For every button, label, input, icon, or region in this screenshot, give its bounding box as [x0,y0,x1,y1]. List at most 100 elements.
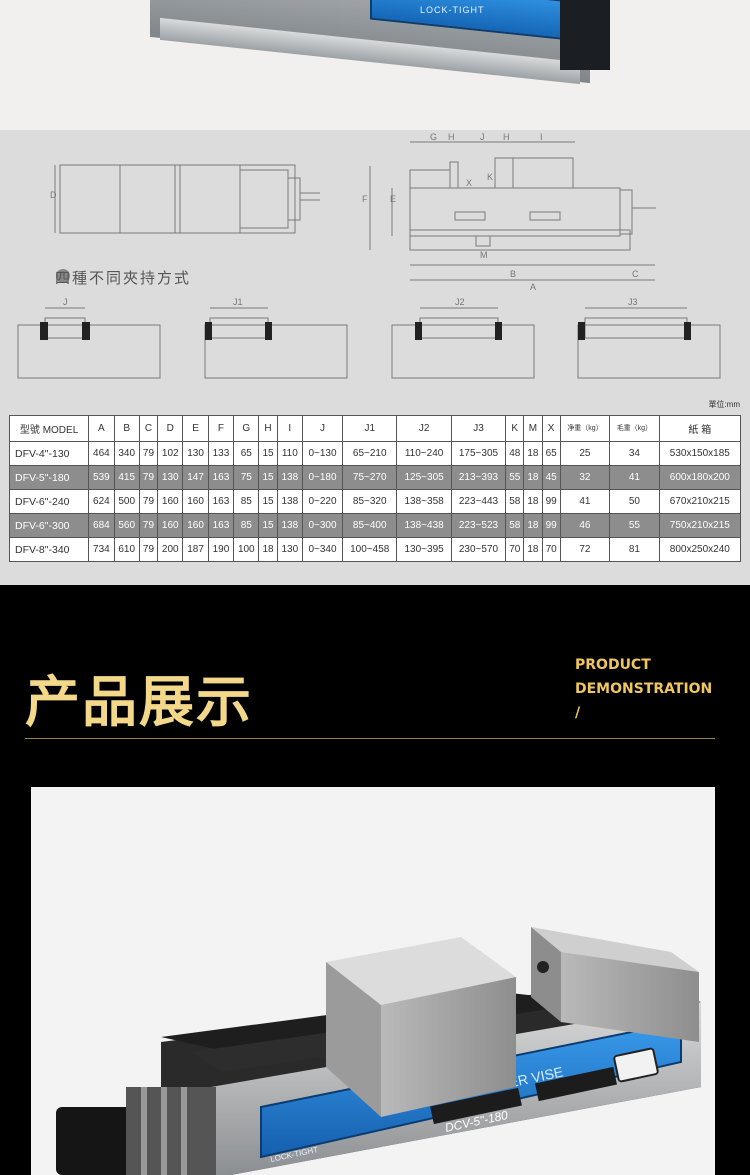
table-cell: 734 [88,537,115,562]
table-cell: 25 [559,441,611,466]
table-cell: 55 [609,513,660,538]
table-cell: 530x150x185 [658,441,742,466]
table-cell: 223~443 [450,489,507,514]
svg-text:X: X [466,178,472,188]
table-cell: 600x180x200 [658,465,742,490]
table-cell: 684 [88,513,115,538]
table-cell: 800x250x240 [658,537,742,562]
svg-text:E: E [390,194,396,204]
top-view-outline [59,164,296,234]
table-cell: 85 [233,489,260,514]
table-cell: 138 [276,513,303,538]
technical-drawing: G H J H I X K F E D B A C M J J1 J2 J3 [17,132,721,379]
table-cell: 0~300 [301,513,344,538]
table-cell: 175~305 [450,441,507,466]
model-cell: DFV-5"-180 [8,465,90,490]
table-cell: 85~320 [342,489,398,514]
table-cell: 0~130 [301,441,344,466]
table-cell: 18 [523,441,543,466]
table-cell: 41 [609,465,660,490]
table-cell: 147 [182,465,209,490]
table-cell: 464 [88,441,115,466]
demo-title: 产品展示 [25,670,254,734]
table-cell: 75~270 [342,465,398,490]
table-cell: 125~305 [396,465,452,490]
table-header-cell: 净重（kg） [559,415,611,442]
table-header-cell: C [138,415,159,442]
table-cell: 102 [157,441,184,466]
model-cell: DFV-6"-300 [8,513,90,538]
table-cell: 160 [157,489,184,514]
svg-text:J2: J2 [455,297,465,307]
table-cell: 340 [113,441,140,466]
demo-en-line2: DEMONSTRATION [575,681,713,697]
demo-english-title: PRODUCT DEMONSTRATION / [575,653,712,725]
table-cell: 99 [541,513,561,538]
table-cell: 58 [505,489,525,514]
table-header-cell: A [88,415,115,442]
svg-text:H: H [448,132,455,142]
table-cell: 72 [559,537,611,562]
table-cell: 70 [541,537,561,562]
vise-illustration: MC COMPACT POWER VISE DCV-5"-180 LOCK-TI… [56,927,701,1175]
table-cell: 200 [157,537,184,562]
svg-text:C: C [632,269,639,279]
clamping-methods-caption: 四種不同夾持方式 [55,270,192,287]
table-cell: 65~210 [342,441,398,466]
table-cell: 539 [88,465,115,490]
top-product-photo: LOCK-TIGHT [0,0,750,130]
table-cell: 230~570 [450,537,507,562]
table-cell: 34 [609,441,660,466]
table-cell: 18 [523,537,543,562]
svg-text:F: F [362,194,368,204]
table-cell: 15 [258,441,278,466]
table-cell: 18 [523,489,543,514]
table-header-cell: J [301,415,344,442]
brand-label: LOCK-TIGHT [420,5,485,15]
table-cell: 41 [559,489,611,514]
table-cell: 130 [157,465,184,490]
table-cell: 133 [207,441,235,466]
table-cell: 15 [258,489,278,514]
table-cell: 100 [233,537,260,562]
table-header-cell: M [523,415,543,442]
table-header-cell: G [233,415,260,442]
svg-text:M: M [480,250,488,260]
table-cell: 18 [258,537,278,562]
svg-text:J3: J3 [628,297,638,307]
table-cell: 15 [258,465,278,490]
table-header-cell: I [276,415,303,442]
table-cell: 50 [609,489,660,514]
svg-text:B: B [510,269,516,279]
demo-en-line3: / [575,705,581,721]
table-header-cell: J1 [342,415,398,442]
table-cell: 0~180 [301,465,344,490]
table-cell: 55 [505,465,525,490]
table-cell: 0~220 [301,489,344,514]
table-cell: 130 [182,441,209,466]
table-cell: 130~395 [396,537,452,562]
table-cell: 163 [207,513,235,538]
table-cell: 79 [138,465,159,490]
table-header-cell: 型號 MODEL [8,415,90,442]
table-cell: 138 [276,465,303,490]
demo-en-line1: PRODUCT [575,657,651,673]
table-header-cell: X [541,415,561,442]
table-cell: 58 [505,513,525,538]
table-header-cell: E [182,415,209,442]
svg-text:J: J [63,297,68,307]
product-demo-section: 产品展示 PRODUCT DEMONSTRATION / [0,585,750,1175]
table-cell: 160 [182,513,209,538]
table-header-cell: K [505,415,525,442]
spec-section: G H J H I X K F E D B A C M J J1 J2 J3 四… [0,130,750,585]
table-cell: 110~240 [396,441,452,466]
table-cell: 138 [276,489,303,514]
table-header-cell: J2 [396,415,452,442]
table-cell: 15 [258,513,278,538]
table-cell: 79 [138,441,159,466]
